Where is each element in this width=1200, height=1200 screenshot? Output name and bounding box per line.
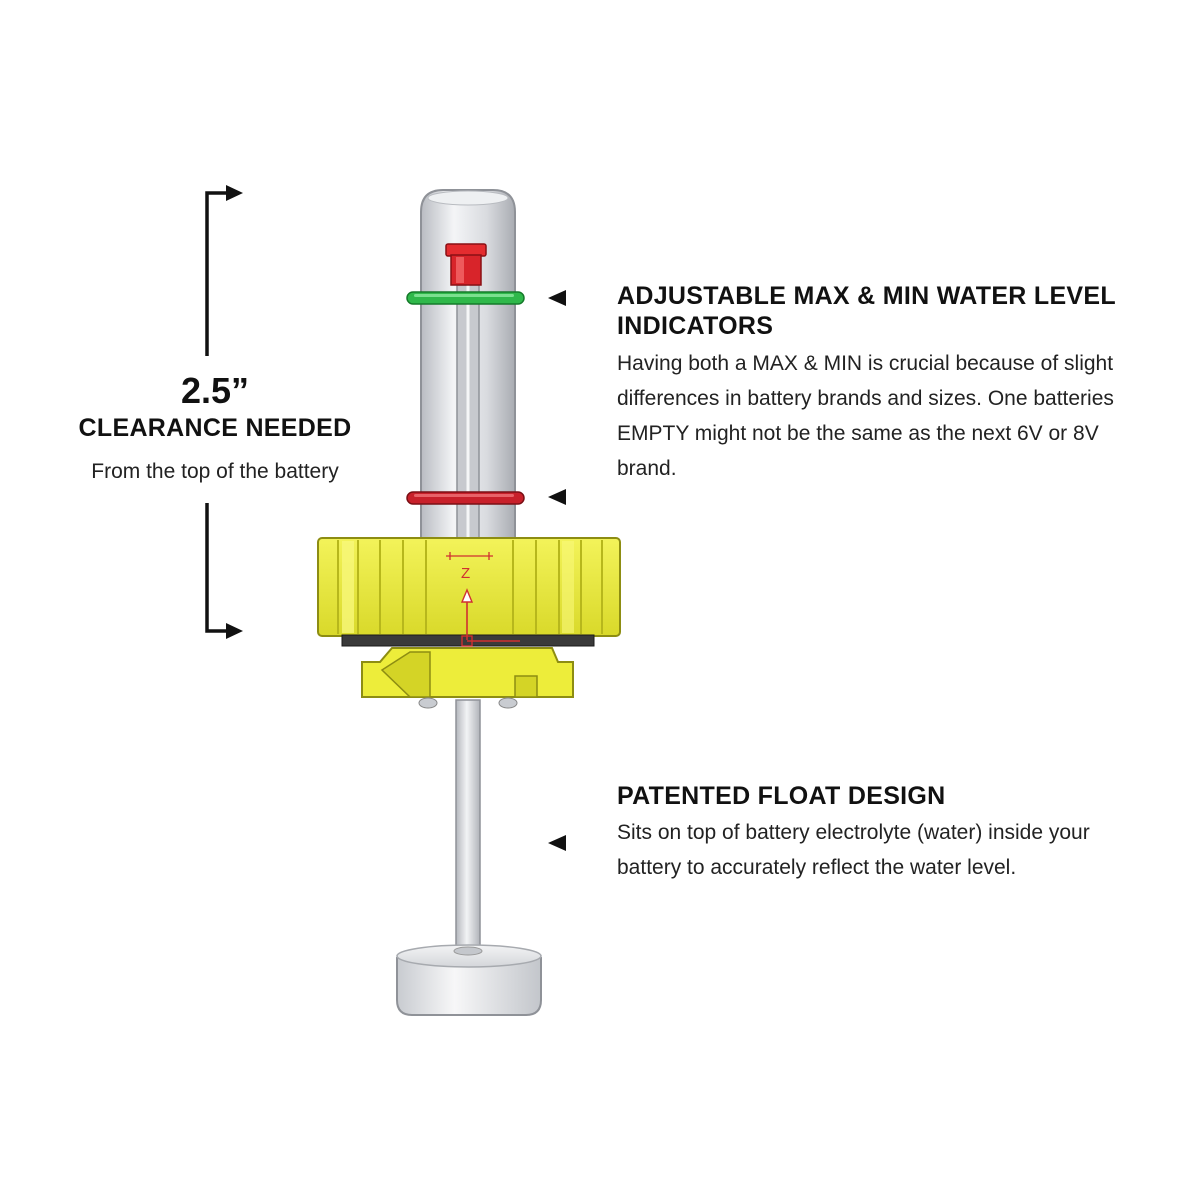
clearance-note: From the top of the battery: [91, 460, 339, 483]
min-level-ring: [406, 491, 525, 505]
min-ring-pointer-icon: [548, 489, 566, 505]
bracket-bottom-arrow-icon: [226, 623, 243, 639]
float: [396, 944, 542, 1016]
float-pointer-icon: [548, 835, 566, 851]
indicator-cap: [445, 243, 487, 286]
float-rod: [455, 699, 481, 951]
level-indicators-title: ADJUSTABLE MAX & MIN WATER LEVEL INDICAT…: [617, 282, 1116, 340]
coordinate-axis-marker: [446, 552, 520, 647]
z-axis-label: Z: [461, 565, 470, 582]
battery-cap: [317, 537, 621, 709]
max-ring-pointer-icon: [548, 290, 566, 306]
clearance-label: CLEARANCE NEEDED: [78, 414, 352, 442]
indicator-tube: [420, 189, 516, 541]
max-level-ring: [406, 291, 525, 305]
level-indicators-description: Having both a MAX & MIN is crucial becau…: [617, 352, 1114, 480]
clearance-bracket: [205, 191, 228, 633]
clearance-value: 2.5”: [180, 370, 250, 411]
float-design-description: Sits on top of battery electrolyte (wate…: [617, 821, 1090, 879]
bracket-top-arrow-icon: [226, 185, 243, 201]
float-design-title: PATENTED FLOAT DESIGN: [617, 782, 946, 810]
